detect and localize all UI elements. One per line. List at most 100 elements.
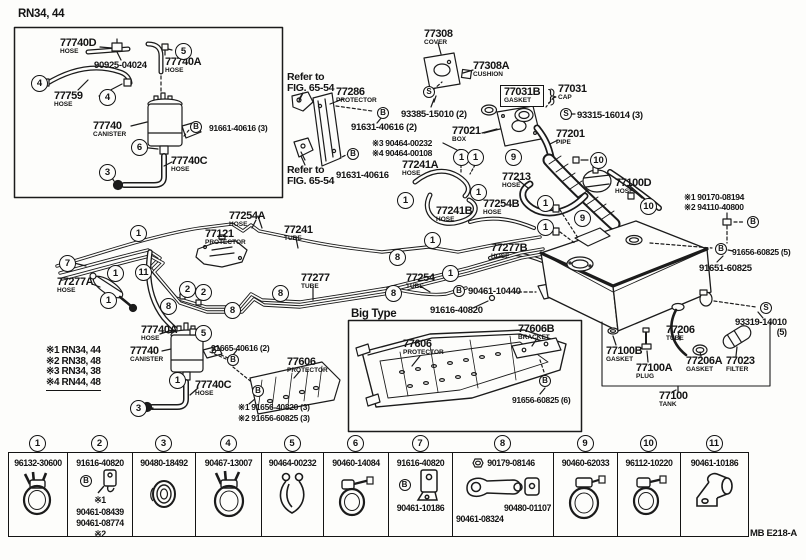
legend-cell-8: 8 90179-08146 90480-01107 90461-08324 xyxy=(453,435,554,536)
label-91631-40616-2: 91631-40616 (2) xyxy=(351,122,417,133)
inset-box-frame xyxy=(13,26,284,199)
under-tank-parts xyxy=(601,289,771,393)
callout-B: B xyxy=(377,107,389,119)
label-91656-60825-5: 91656-60825 (5) xyxy=(732,247,791,257)
callout-1: 1 xyxy=(537,195,554,212)
small-protector-77606-drawing xyxy=(249,361,341,415)
callout-9: 9 xyxy=(574,210,591,227)
legend-number-9: 9 xyxy=(576,435,594,452)
callout-1: 1 xyxy=(537,219,554,236)
legend-cell-11: 11 90461-10186 xyxy=(681,435,748,536)
legend-ref-mark: ※2 xyxy=(94,529,106,539)
callout-1: 1 xyxy=(130,225,147,242)
legend-number-11: 11 xyxy=(705,435,723,452)
label-91656-40820-3: ※1 91656-40820 (3) xyxy=(238,402,310,412)
callout-7: 7 xyxy=(59,255,76,272)
callout-B: B xyxy=(747,216,759,228)
legend-cell-2: 2 91616-40820 B ※1 90461-08439 90461-087… xyxy=(68,435,133,539)
label-90170-08194: ※1 90170-08194 xyxy=(684,192,745,202)
legend-part-number: 90480-01107 xyxy=(504,503,551,513)
callout-S: S xyxy=(423,86,435,98)
label-90925-04024: 90925-04024 xyxy=(94,60,147,71)
legend-number-6: 6 xyxy=(347,435,364,452)
legend-number-5: 5 xyxy=(283,435,301,452)
leader-lines xyxy=(159,92,677,393)
tube-clip-icon xyxy=(97,469,117,494)
insulator-bracket-icon xyxy=(466,477,540,498)
legend-number-2: 2 xyxy=(91,435,108,452)
callout-8: 8 xyxy=(224,302,241,319)
legend-cell-5: 5 90464-00232 xyxy=(262,435,324,536)
legend-number-7: 7 xyxy=(411,435,429,452)
legend-part-number: 90461-10186 xyxy=(690,458,739,468)
legend-part-number: 96132-30600 xyxy=(14,458,62,468)
tube-bracket-icon xyxy=(416,469,438,501)
callout-8: 8 xyxy=(389,249,406,266)
callout-1: 1 xyxy=(100,292,117,309)
label-91665-40616: 91665-40616 (2) xyxy=(211,343,270,353)
legend-part-number: 90461-10186 xyxy=(396,503,445,513)
label-90461-10440: 90461-10440 xyxy=(468,286,521,297)
fastener-legend-table: 1 96132-30600 2 91616-40820 B ※1 90461-0… xyxy=(8,435,749,539)
legend-cell-10: 10 96112-10220 xyxy=(618,435,681,536)
callout-10: 10 xyxy=(640,198,657,215)
big-type-protector-drawing xyxy=(355,329,567,408)
legend-part-number: 90460-14084 xyxy=(332,458,380,468)
legend-ref-mark: ※1 xyxy=(94,495,106,505)
label-91616-40820-main: 91616-40820 xyxy=(430,305,483,316)
pipe-clamp-bracket-icon xyxy=(695,472,733,507)
fuel-tank-drawing xyxy=(539,204,746,332)
legend-part-number: 90480-18492 xyxy=(140,458,188,468)
label-91656-60825-6: 91656-60825 (6) xyxy=(512,395,571,405)
legend-part-number: 90461-08774 xyxy=(76,518,124,528)
screw-clamp-icon xyxy=(632,475,667,516)
screw-clamp-icon xyxy=(338,476,374,517)
legend-number-1: 1 xyxy=(29,435,46,452)
brace-glyph-path xyxy=(550,88,557,106)
brace-glyph: } xyxy=(548,87,554,104)
callout-10: 10 xyxy=(590,152,607,169)
callout-B: B xyxy=(715,243,727,255)
hose-clamp-icon xyxy=(22,471,52,516)
label-93315-16014: 93315-16014 (3) xyxy=(577,110,643,121)
callout-B: B xyxy=(347,148,359,160)
legend-cell-7: 7 91616-40820 B 90461-10186 xyxy=(389,435,453,536)
callout-8: 8 xyxy=(272,285,289,302)
legend-part-number: 91616-40820 xyxy=(396,458,445,468)
callout-B: B xyxy=(453,285,465,297)
nut-icon xyxy=(472,457,484,468)
callout-8: 8 xyxy=(160,298,177,315)
callout-2: 2 xyxy=(195,284,212,301)
callout-B: B xyxy=(398,479,411,491)
big-type-label: Big Type xyxy=(351,308,397,320)
legend-number-4: 4 xyxy=(219,435,237,452)
fuel-tube-runs xyxy=(55,219,567,314)
legend-part-number: 90467-13007 xyxy=(204,458,253,468)
hose-clamp-icon xyxy=(213,470,244,518)
callout-4: 4 xyxy=(31,75,48,92)
legend-number-3: 3 xyxy=(155,435,172,452)
legend-cell-6: 6 90460-14084 xyxy=(324,435,389,536)
callout-1: 1 xyxy=(397,192,414,209)
callout-5: 5 xyxy=(195,325,212,342)
